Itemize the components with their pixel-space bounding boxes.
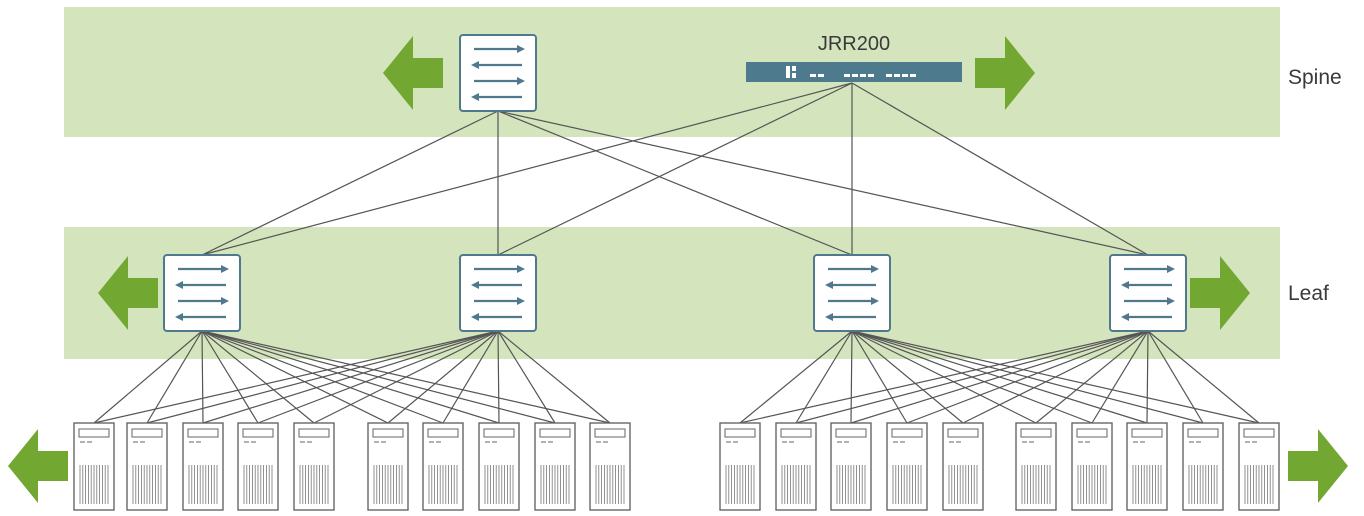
spine-tier-label: Spine (1288, 66, 1342, 89)
leaf-server-link (201, 330, 556, 424)
expand-servers-left-arrow (8, 429, 68, 503)
leaf-server-link (201, 330, 315, 424)
leaf-server-link (851, 330, 908, 424)
server-a-3 (182, 422, 224, 511)
server-b-7 (1071, 422, 1113, 511)
server-a-7 (422, 422, 464, 511)
server-b-4 (886, 422, 928, 511)
leaf-server-link (739, 330, 853, 424)
server-b-8 (1126, 422, 1168, 511)
leaf-server-link (201, 330, 500, 424)
server-a-5 (293, 422, 335, 511)
leaf-switch-2 (459, 254, 537, 332)
reflector-leaf-link (201, 82, 853, 256)
leaf-tier-label: Leaf (1288, 282, 1329, 305)
route-reflector-label: JRR200 (818, 33, 890, 55)
leaf-server-link (497, 330, 500, 424)
leaf-server-link (201, 330, 444, 424)
leaf-server-link (1146, 330, 1149, 424)
spine-leaf-link (201, 110, 499, 256)
leaf-server-link (442, 330, 499, 424)
leaf-server-link (93, 330, 203, 424)
leaf-server-link (850, 330, 853, 424)
expand-leaf-left-arrow (98, 256, 158, 330)
leaf-server-link (201, 330, 611, 424)
leaf-server-link (851, 330, 1148, 424)
leaf-server-link (1147, 330, 1260, 424)
leaf-server-link (795, 330, 853, 424)
server-b-6 (1015, 422, 1057, 511)
expand-spine-left-arrow (383, 36, 443, 110)
reflector-leaf-link (497, 82, 853, 256)
leaf-server-link (497, 330, 556, 424)
leaf-server-link (851, 330, 1037, 424)
server-a-6 (367, 422, 409, 511)
server-b-10 (1238, 422, 1280, 511)
server-b-2 (775, 422, 817, 511)
spine-leaf-link (497, 110, 1149, 256)
leaf-server-link (851, 330, 1093, 424)
leaf-server-link (497, 330, 611, 424)
server-b-5 (942, 422, 984, 511)
spine-leaf-link (497, 110, 853, 256)
spine-tier-band (64, 7, 1280, 137)
leaf-server-link (1091, 330, 1149, 424)
leaf-server-link (201, 330, 204, 424)
leaf-server-link (387, 330, 499, 424)
leaf-switch-3 (813, 254, 891, 332)
leaf-server-link (146, 330, 203, 424)
expand-leaf-right-arrow (1190, 256, 1250, 330)
leaf-switch-4 (1109, 254, 1187, 332)
server-a-2 (126, 422, 168, 511)
reflector-leaf-link (851, 82, 1149, 256)
expand-servers-right-arrow (1288, 429, 1348, 503)
leaf-tier-band (64, 227, 1280, 359)
route-reflector-device (746, 62, 962, 82)
server-b-1 (719, 422, 761, 511)
server-a-1 (73, 422, 115, 511)
expand-spine-right-arrow (975, 36, 1035, 110)
expand-arrows-layer (8, 36, 1348, 503)
leaf-server-link (201, 330, 389, 424)
leaf-server-link (1035, 330, 1149, 424)
server-b-9 (1182, 422, 1224, 511)
spine-switch (459, 34, 537, 112)
leaf-server-link (851, 330, 1204, 424)
links-layer (93, 82, 1260, 424)
leaf-server-link (851, 330, 1260, 424)
server-a-9 (534, 422, 576, 511)
devices-layer (73, 34, 1280, 511)
leaf-server-link (851, 330, 964, 424)
server-b-3 (830, 422, 872, 511)
leaf-switch-1 (163, 254, 241, 332)
server-a-10 (589, 422, 631, 511)
server-a-8 (478, 422, 520, 511)
server-a-4 (237, 422, 279, 511)
leaf-server-link (201, 330, 259, 424)
